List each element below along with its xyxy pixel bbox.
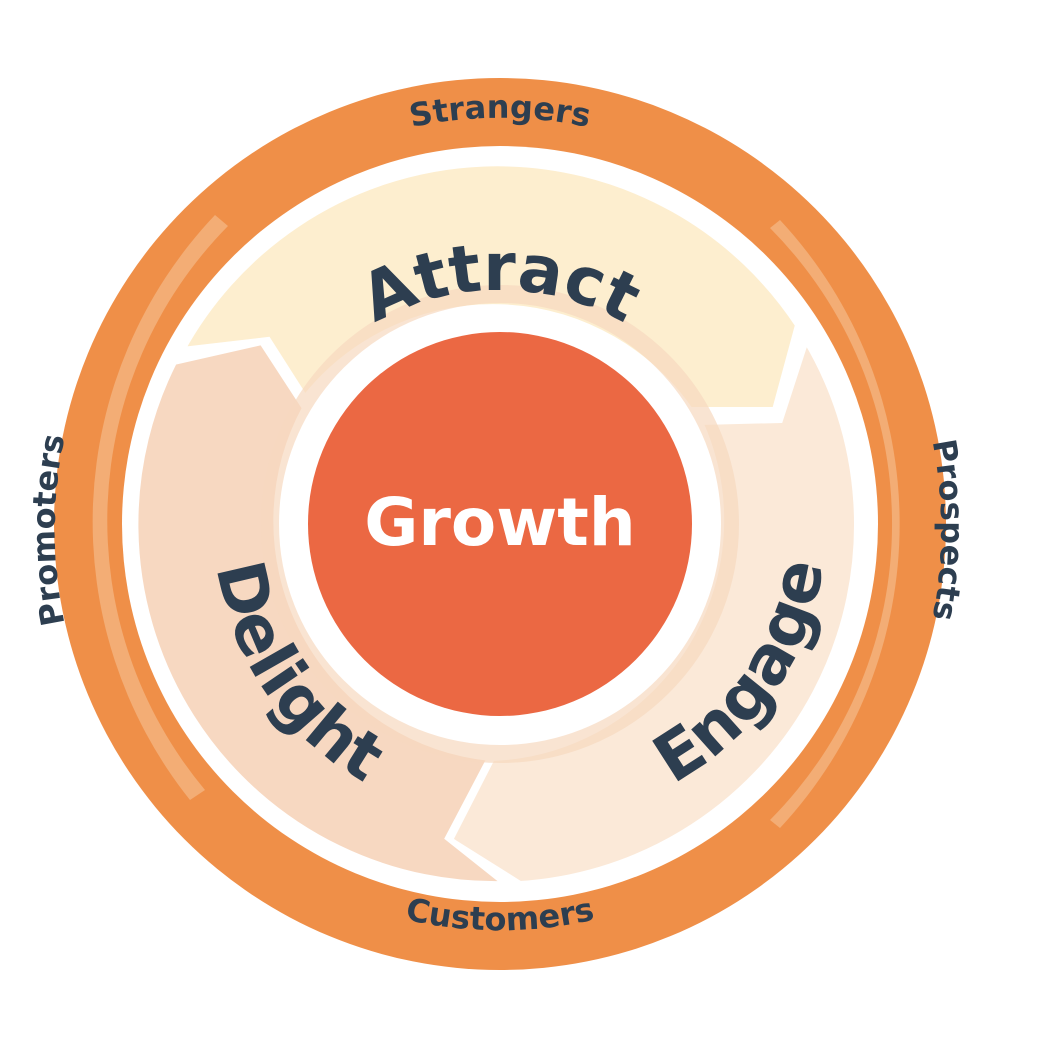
- inner-band: [261, 285, 739, 763]
- outer-ring-segment-left: [92, 215, 228, 800]
- center-circle: [308, 332, 692, 716]
- outer-ring-segment-right: [770, 220, 900, 828]
- center-label: Growth: [364, 484, 636, 561]
- engage-arrow: [446, 332, 860, 888]
